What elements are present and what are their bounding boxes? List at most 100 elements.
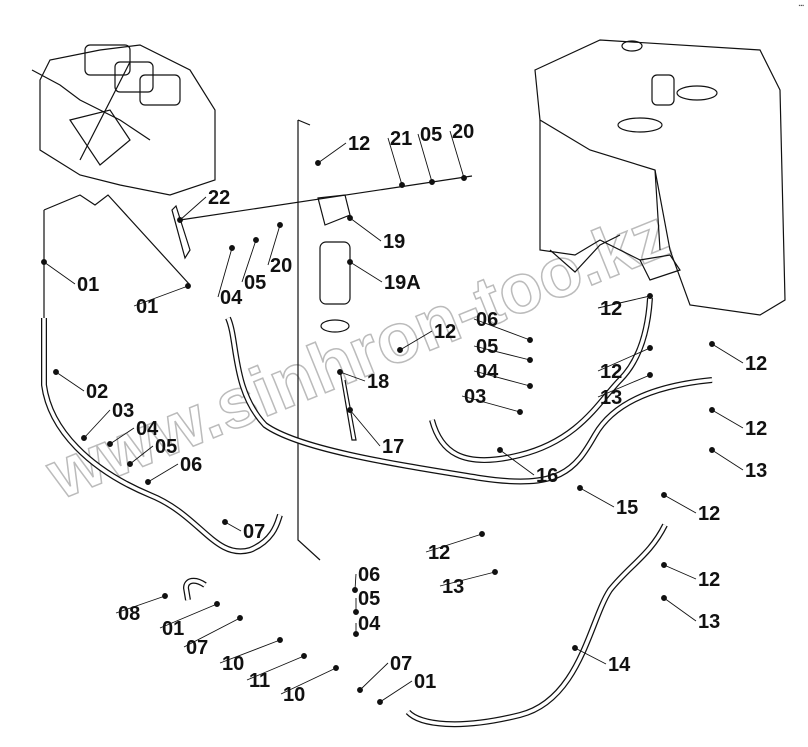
callout-label-05: 05 [420, 124, 442, 146]
leader-line [349, 409, 381, 447]
callout-label-10: 10 [222, 653, 244, 675]
leader-line [129, 445, 154, 465]
fastener-part [253, 237, 259, 243]
leader-line [159, 603, 218, 629]
callout-label-18: 18 [367, 371, 389, 393]
callout-label-04: 04 [136, 418, 159, 440]
callout-label-03: 03 [112, 400, 134, 422]
callout-label-01: 01 [414, 671, 436, 693]
fastener-part [145, 479, 151, 485]
callout-label-12: 12 [600, 298, 622, 320]
callout-label-15: 15 [616, 497, 638, 519]
fastener-part [347, 215, 353, 221]
fastener-part [53, 369, 59, 375]
leader-line [663, 597, 697, 622]
leader-line [579, 487, 615, 508]
leader-line [597, 347, 651, 372]
leader-line [499, 449, 535, 476]
callout-label-04: 04 [358, 613, 381, 635]
callout-label-08: 08 [118, 603, 140, 625]
leader-line [711, 343, 744, 364]
leader-line [449, 130, 465, 179]
callout-label-17: 17 [382, 436, 404, 458]
leader-line [133, 285, 189, 307]
leader-line [597, 374, 651, 398]
fastener-part [352, 587, 358, 593]
leader-line [43, 261, 76, 285]
fastener-part [214, 601, 220, 607]
fastener-part [229, 245, 235, 251]
leader-line [317, 142, 347, 164]
hose-02-inner [42, 318, 282, 554]
fastener-part [347, 259, 353, 265]
leader-line [241, 239, 257, 283]
callout-label-01: 01 [162, 618, 184, 640]
fastener-part [709, 447, 715, 453]
engine-drawing [31, 44, 216, 320]
callout-label-11: 11 [249, 670, 270, 692]
leader-line [115, 595, 166, 614]
callout-label-12: 12 [698, 503, 720, 525]
leader-line [55, 371, 85, 392]
callout-label-04: 04 [220, 287, 243, 309]
leader-line [359, 662, 389, 691]
leader-line [439, 571, 496, 587]
leader-line [473, 318, 531, 341]
fastener-part [572, 645, 578, 651]
fastener-part [357, 687, 363, 693]
callout-label-13: 13 [698, 611, 720, 633]
callout-label-12: 12 [745, 418, 767, 440]
fastener-part [377, 699, 383, 705]
leader-line [663, 494, 697, 514]
fastener-part [107, 441, 113, 447]
callout-label-21: 21 [390, 128, 412, 150]
leader-line [147, 463, 179, 483]
callout-label-05: 05 [155, 436, 177, 458]
leader-line [473, 345, 531, 361]
leader-line [83, 409, 111, 439]
callout-label-04: 04 [476, 361, 499, 383]
hose-16-inner [430, 297, 652, 462]
callout-label-07: 07 [186, 637, 208, 659]
leader-line [224, 521, 242, 532]
fastener-part [237, 615, 243, 621]
callout-label-05: 05 [476, 336, 498, 358]
fastener-part [647, 372, 653, 378]
callout-label-13: 13 [442, 576, 464, 598]
fastener-part [577, 485, 583, 491]
callout-label-13: 13 [600, 387, 622, 409]
leader-line [663, 564, 697, 580]
leader-line [246, 655, 305, 681]
fastener-part [222, 519, 228, 525]
fastener-part [277, 222, 283, 228]
callout-label-13: 13 [745, 460, 767, 482]
leader-line [280, 667, 337, 695]
leader-line [399, 330, 433, 351]
fastener-part [527, 383, 533, 389]
callout-label-16: 16 [536, 465, 558, 487]
leader-line [379, 680, 413, 703]
fastener-part [177, 217, 183, 223]
leader-lines [41, 130, 744, 705]
fuel-tank-drawing [534, 39, 786, 316]
callout-label-12: 12 [698, 569, 720, 591]
fastener-part [647, 293, 653, 299]
fastener-part [333, 665, 339, 671]
callout-label-12: 12 [434, 321, 456, 343]
fastener-part [162, 593, 168, 599]
leader-line [387, 137, 403, 186]
hose-08-inner [184, 579, 207, 601]
callout-label-12: 12 [348, 133, 370, 155]
fastener-part [81, 435, 87, 441]
leader-line [461, 395, 521, 413]
fastener-part [709, 341, 715, 347]
callout-label-07: 07 [390, 653, 412, 675]
callout-label-02: 02 [86, 381, 108, 403]
fastener-part [301, 653, 307, 659]
corner-mark: ▪▪▪ [798, 3, 804, 9]
leader-line [179, 196, 207, 221]
leader-line [109, 427, 135, 445]
hose-15-inner [226, 317, 713, 484]
callout-label-19A: 19A [384, 272, 421, 294]
